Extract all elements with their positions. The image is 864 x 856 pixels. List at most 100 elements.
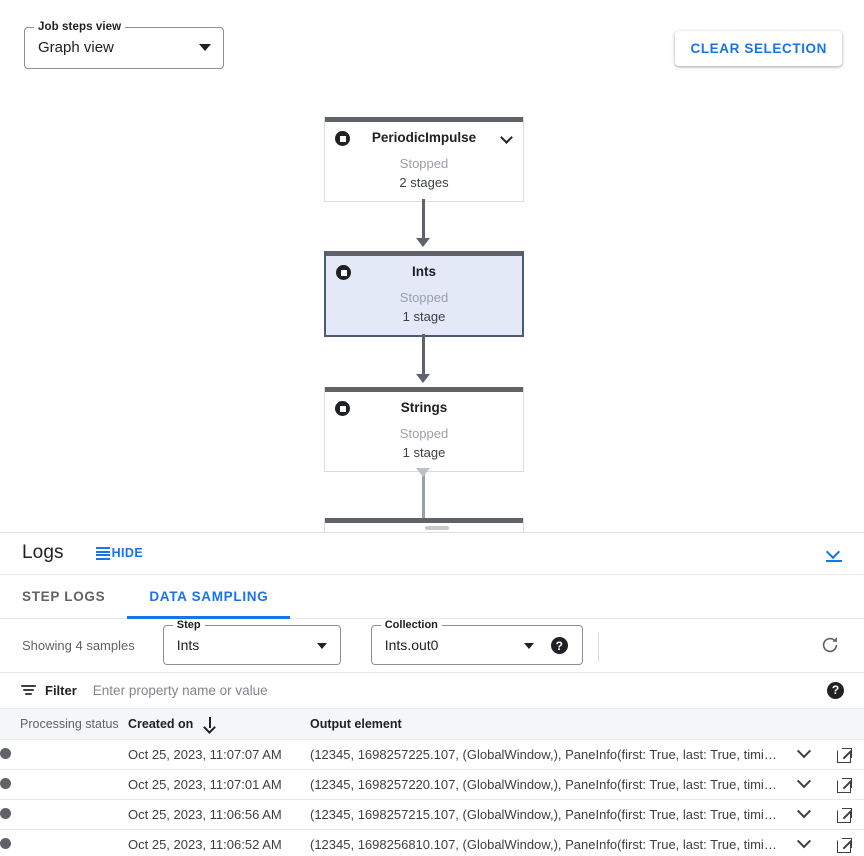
cell-processing-status — [0, 829, 128, 856]
status-dot-icon — [0, 778, 11, 790]
collapse-bar-icon — [826, 560, 842, 563]
chevron-down-icon[interactable] — [796, 804, 812, 819]
collection-select-value: Ints.out0 — [384, 637, 439, 654]
open-in-new-icon[interactable] — [837, 777, 852, 793]
collection-select[interactable]: Collection Ints.out0 ? — [370, 619, 583, 666]
chevron-down-icon — [825, 544, 841, 560]
col-output-element[interactable]: Output element — [310, 708, 784, 741]
cell-expand[interactable] — [784, 829, 824, 856]
showing-samples-label: Showing 4 samples — [22, 637, 135, 653]
filter-row: Filter ? — [0, 673, 864, 709]
cell-open[interactable] — [824, 829, 864, 856]
chevron-down-icon[interactable] — [796, 774, 812, 789]
sampling-controls-row: Showing 4 samples Step Ints Collection I… — [0, 619, 864, 673]
cell-expand[interactable] — [784, 799, 824, 831]
node-stages: 1 stage — [402, 309, 446, 324]
cell-output-element: (12345, 1698257220.107, (GlobalWindow,),… — [310, 769, 784, 801]
cell-output-element: (12345, 1698256810.107, (GlobalWindow,),… — [310, 829, 784, 856]
sort-descending-icon[interactable] — [204, 717, 216, 730]
chevron-down-icon — [316, 643, 327, 650]
chevron-down-icon[interactable] — [796, 744, 812, 759]
samples-table: Processing status Created on Output elem… — [0, 708, 864, 856]
status-dot-icon — [0, 808, 11, 820]
tab-step-logs[interactable]: STEP LOGS — [0, 575, 127, 618]
chevron-down-icon — [523, 643, 534, 650]
cell-created-on: Oct 25, 2023, 11:07:07 AM — [128, 739, 310, 771]
graph-node-strings[interactable]: Strings Stopped 1 stage — [324, 387, 524, 472]
node-header-row: Ints — [326, 256, 522, 288]
cell-created-on: Oct 25, 2023, 11:06:56 AM — [128, 799, 310, 831]
table-row[interactable]: Oct 25, 2023, 11:06:52 AM(12345, 1698256… — [0, 829, 864, 856]
table-row[interactable]: Oct 25, 2023, 11:07:07 AM(12345, 1698257… — [0, 739, 864, 771]
filter-icon — [21, 684, 36, 696]
cell-expand[interactable] — [784, 769, 824, 801]
col-expand — [784, 708, 824, 741]
chevron-down-icon[interactable] — [500, 131, 513, 144]
logs-panel: Logs HIDE STEP LOGS DATA SAMPLING Showin… — [0, 533, 864, 856]
graph-node-partial[interactable] — [324, 518, 524, 532]
graph-canvas[interactable]: PeriodicImpulse Stopped 2 stages Ints St… — [0, 0, 864, 532]
node-title: PeriodicImpulse — [371, 130, 477, 145]
tab-data-sampling[interactable]: DATA SAMPLING — [127, 575, 291, 619]
cell-processing-status — [0, 739, 128, 771]
samples-table-head: Processing status Created on Output elem… — [0, 708, 864, 741]
cell-output-element: (12345, 1698257215.107, (GlobalWindow,),… — [310, 799, 784, 831]
node-status: Stopped — [399, 156, 449, 171]
col-processing-status[interactable]: Processing status — [0, 708, 128, 741]
cell-created-on: Oct 25, 2023, 11:07:01 AM — [128, 769, 310, 801]
logs-header: Logs HIDE — [0, 533, 864, 575]
cell-open[interactable] — [824, 799, 864, 831]
graph-edge-arrow-1 — [416, 238, 430, 247]
cell-processing-status — [0, 799, 128, 831]
collapse-panel-button[interactable] — [820, 541, 848, 569]
graph-node-ints[interactable]: Ints Stopped 1 stage — [324, 251, 524, 337]
stop-icon — [336, 265, 351, 280]
logs-title: Logs — [22, 542, 64, 564]
open-in-new-icon[interactable] — [837, 807, 852, 823]
table-row[interactable]: Oct 25, 2023, 11:06:56 AM(12345, 1698257… — [0, 799, 864, 831]
graph-edge-arrow-2 — [416, 374, 430, 383]
graph-edge-2 — [422, 334, 425, 379]
graph-edge-arrow-3 — [416, 468, 430, 477]
node-header-row: PeriodicImpulse — [325, 122, 523, 154]
job-steps-view-value: Graph view — [38, 39, 114, 56]
filter-input[interactable] — [90, 681, 691, 699]
col-created-on-label: Created on — [128, 717, 194, 732]
step-select[interactable]: Step Ints — [162, 619, 341, 666]
list-icon — [95, 547, 110, 560]
job-steps-view-select[interactable]: Job steps view Graph view — [24, 20, 224, 69]
cell-expand[interactable] — [784, 739, 824, 771]
hide-logs-label: HIDE — [111, 546, 144, 561]
step-select-value: Ints — [176, 637, 200, 654]
stop-icon — [335, 131, 350, 146]
open-in-new-icon[interactable] — [837, 837, 852, 853]
cell-open[interactable] — [824, 739, 864, 771]
open-in-new-icon[interactable] — [837, 747, 852, 763]
node-header-row: Strings — [325, 392, 523, 424]
node-status: Stopped — [399, 426, 449, 441]
node-title: Ints — [411, 264, 436, 279]
refresh-button[interactable] — [816, 633, 844, 661]
node-stages: 1 stage — [402, 445, 446, 460]
logs-tabs: STEP LOGS DATA SAMPLING — [0, 575, 864, 619]
table-header-row: Processing status Created on Output elem… — [0, 708, 864, 741]
filter-label: Filter — [45, 682, 77, 698]
job-graph-panel: PeriodicImpulse Stopped 2 stages Ints St… — [0, 0, 864, 533]
table-row[interactable]: Oct 25, 2023, 11:07:01 AM(12345, 1698257… — [0, 769, 864, 801]
panel-resize-handle[interactable] — [425, 526, 449, 530]
graph-node-periodicimpulse[interactable]: PeriodicImpulse Stopped 2 stages — [324, 117, 524, 202]
help-icon[interactable]: ? — [550, 637, 568, 655]
node-stages: 2 stages — [399, 175, 449, 190]
graph-toolbar: Job steps view Graph view CLEAR SELECTIO… — [0, 0, 864, 90]
cell-open[interactable] — [824, 769, 864, 801]
chevron-down-icon[interactable] — [796, 834, 812, 849]
chevron-down-icon — [199, 44, 211, 51]
col-created-on[interactable]: Created on — [128, 708, 310, 741]
node-top-bar — [325, 117, 523, 122]
help-icon[interactable]: ? — [827, 681, 844, 699]
stop-icon — [335, 401, 350, 416]
hide-logs-button[interactable]: HIDE — [94, 543, 145, 563]
col-open — [824, 708, 864, 741]
clear-selection-button[interactable]: CLEAR SELECTION — [675, 31, 842, 66]
